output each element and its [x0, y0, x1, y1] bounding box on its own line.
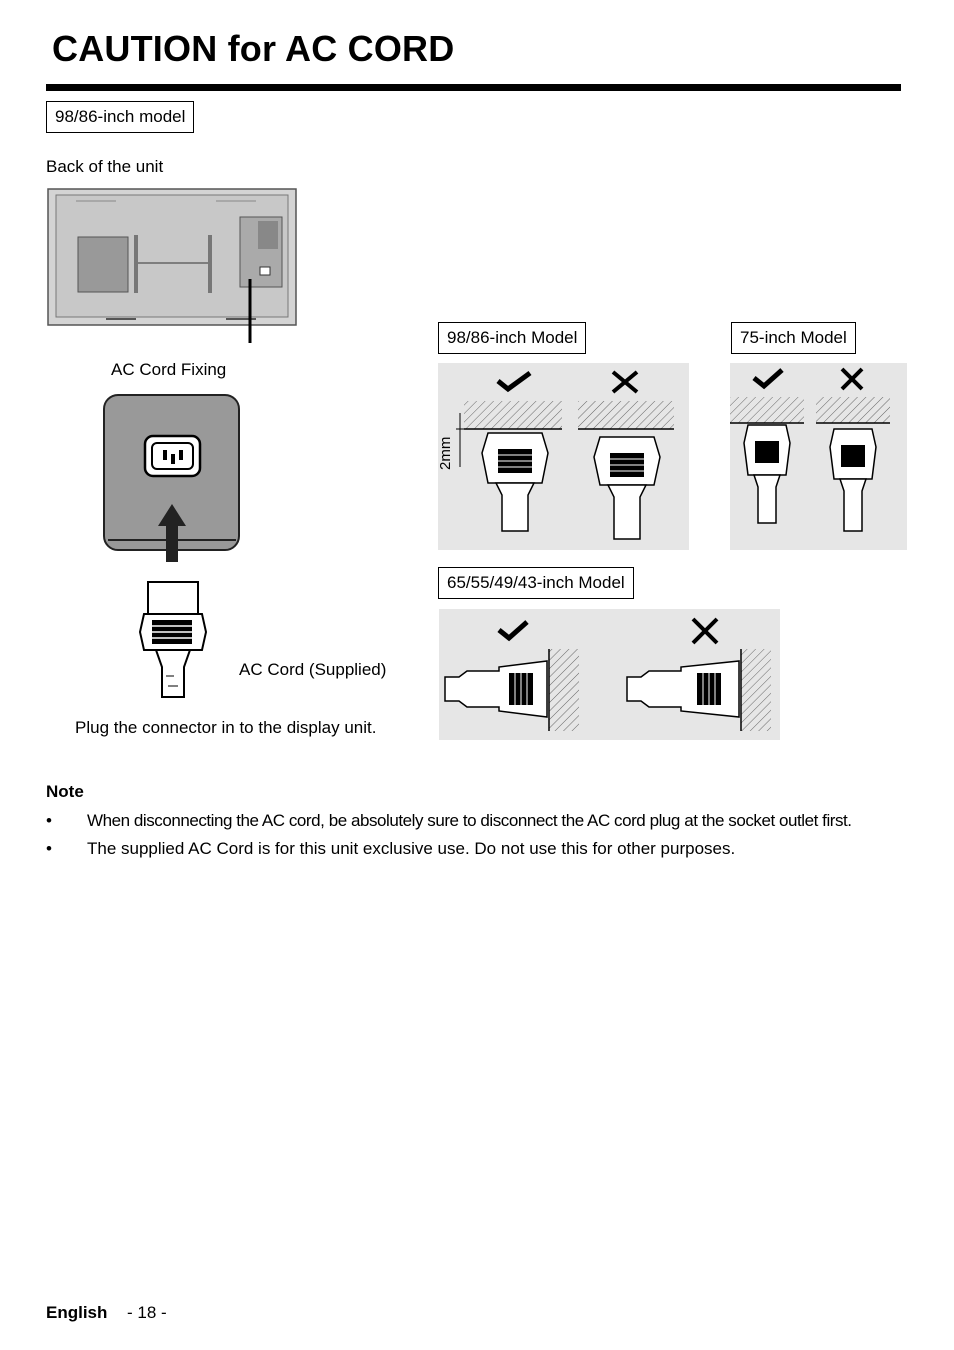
dimension-label: 2mm — [437, 436, 454, 470]
cross-icon — [611, 370, 639, 394]
footer-page-number: - 18 - — [127, 1303, 167, 1322]
note-item: When disconnecting the AC cord, be absol… — [87, 811, 852, 830]
ac-cord-fixing-label: AC Cord Fixing — [111, 360, 227, 379]
diagram-65-43 — [439, 609, 780, 740]
bullet-marker: • — [46, 839, 52, 858]
page-title: CAUTION for AC CORD — [52, 28, 455, 69]
unit-back-illustration — [46, 187, 300, 345]
note-heading: Note — [46, 782, 84, 801]
back-of-unit-label: Back of the unit — [46, 157, 164, 176]
cross-icon — [691, 617, 719, 645]
footer-language: English — [46, 1303, 108, 1322]
ac-inlet-illustration — [100, 392, 245, 707]
cross-icon — [840, 367, 864, 391]
model-label-main: 98/86-inch model — [46, 101, 195, 133]
model-label-98-86: 98/86-inch Model — [438, 322, 587, 354]
check-icon — [752, 368, 784, 390]
bullet-marker: • — [46, 811, 52, 830]
ac-cord-supplied-label: AC Cord (Supplied) — [239, 660, 387, 679]
diagram-98-86: 2mm — [437, 363, 689, 550]
model-label-65-43: 65/55/49/43-inch Model — [438, 567, 634, 599]
check-icon — [497, 620, 529, 642]
title-rule — [46, 84, 901, 91]
diagram-75 — [730, 363, 907, 550]
model-label-75: 75-inch Model — [731, 322, 856, 354]
note-item: The supplied AC Cord is for this unit ex… — [87, 839, 736, 858]
check-icon — [496, 370, 532, 393]
plug-instruction: Plug the connector in to the display uni… — [75, 718, 377, 737]
